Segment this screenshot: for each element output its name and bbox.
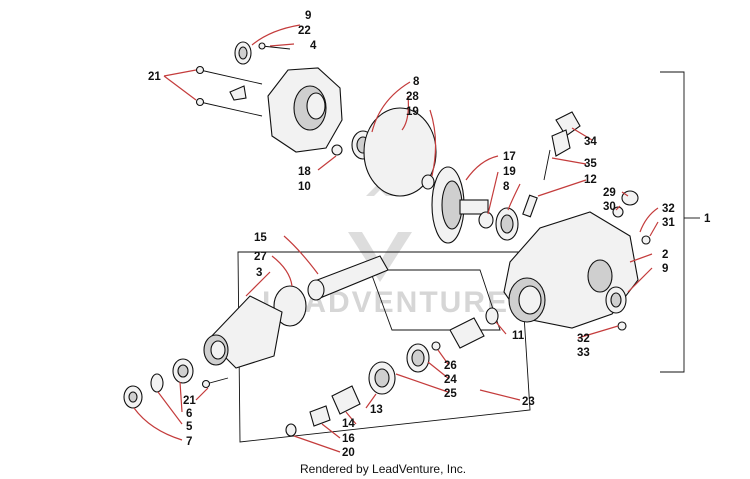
ring-20 <box>285 423 297 437</box>
callout-18: 18 <box>298 166 311 178</box>
callout-6: 6 <box>186 408 192 420</box>
shim-19-top <box>421 174 435 190</box>
callout-25: 25 <box>444 388 457 400</box>
callout-17: 17 <box>503 151 516 163</box>
bolt-21-a <box>199 69 263 85</box>
snap-ring-5 <box>150 373 164 393</box>
shim-19-b <box>478 211 494 229</box>
callout-19-mid: 19 <box>503 166 516 178</box>
o-ring-19 <box>363 107 437 197</box>
group-brackets <box>237 71 700 443</box>
callout-7: 7 <box>186 436 192 448</box>
pinion-gear <box>449 317 485 349</box>
callout-4: 4 <box>310 40 317 52</box>
callout-9-top: 9 <box>305 10 311 22</box>
callout-15: 15 <box>254 232 267 244</box>
washer-30 <box>612 206 624 218</box>
callout-32-bottom: 32 <box>577 333 590 345</box>
callout-1: 1 <box>704 213 711 225</box>
ring-gear-hub <box>459 199 489 215</box>
callout-28: 28 <box>406 91 419 103</box>
callout-8-mid: 8 <box>503 181 510 193</box>
callout-13: 13 <box>370 404 383 416</box>
callout-29: 29 <box>603 187 616 199</box>
callout-labels: 9 22 4 21 8 28 19 18 10 17 19 8 34 35 12… <box>148 10 711 459</box>
callout-16: 16 <box>342 433 355 445</box>
callout-5: 5 <box>186 421 193 433</box>
leader-lines <box>133 24 659 453</box>
callout-11: 11 <box>512 330 525 342</box>
collar-14 <box>331 385 361 415</box>
assembly-bracket <box>660 71 685 373</box>
boot-assembly <box>522 111 651 245</box>
pinion-shaft-group <box>123 255 389 409</box>
plug-31 <box>641 235 651 245</box>
main-housing <box>485 211 639 331</box>
sub-group-box-top <box>369 269 501 331</box>
callout-20: 20 <box>342 447 355 459</box>
o-ring-27 <box>273 285 307 327</box>
bolt-32-33 <box>617 321 627 331</box>
shaft-group-box <box>237 251 531 443</box>
callout-22: 22 <box>298 25 311 37</box>
callout-30: 30 <box>603 201 616 213</box>
bushing-11 <box>485 307 499 325</box>
ring-gear-assembly <box>421 166 519 244</box>
spacer-26 <box>431 341 441 351</box>
callout-34: 34 <box>584 136 597 148</box>
callout-21-bottom: 21 <box>183 395 196 407</box>
callout-8-top: 8 <box>413 76 420 88</box>
callout-23: 23 <box>522 396 535 408</box>
callout-27: 27 <box>254 251 267 263</box>
callout-12: 12 <box>584 174 597 186</box>
callout-2: 2 <box>662 249 668 261</box>
callout-31: 31 <box>662 217 675 229</box>
callout-21-top: 21 <box>148 71 161 83</box>
callout-9-right: 9 <box>662 263 668 275</box>
callout-26: 26 <box>444 360 457 372</box>
cover-assembly <box>195 41 437 197</box>
cable-35 <box>543 149 551 181</box>
bolt-22 <box>261 45 291 50</box>
spring-16 <box>309 405 331 427</box>
boot-34-top <box>555 111 581 137</box>
callout-10: 10 <box>298 181 311 193</box>
callout-33: 33 <box>577 347 590 359</box>
callout-35: 35 <box>584 158 597 170</box>
callout-19-top: 19 <box>406 106 419 118</box>
washer-18 <box>331 144 343 156</box>
callout-24: 24 <box>444 374 457 386</box>
callout-14: 14 <box>342 418 355 430</box>
credit-line: Rendered by LeadVenture, Inc. <box>300 462 466 476</box>
bolt-21-b <box>199 101 263 117</box>
callout-3: 3 <box>256 267 262 279</box>
bracket-plate <box>229 85 247 101</box>
sensor-12 <box>522 194 538 218</box>
callout-32-top: 32 <box>662 203 675 215</box>
pinion-group <box>285 317 485 437</box>
